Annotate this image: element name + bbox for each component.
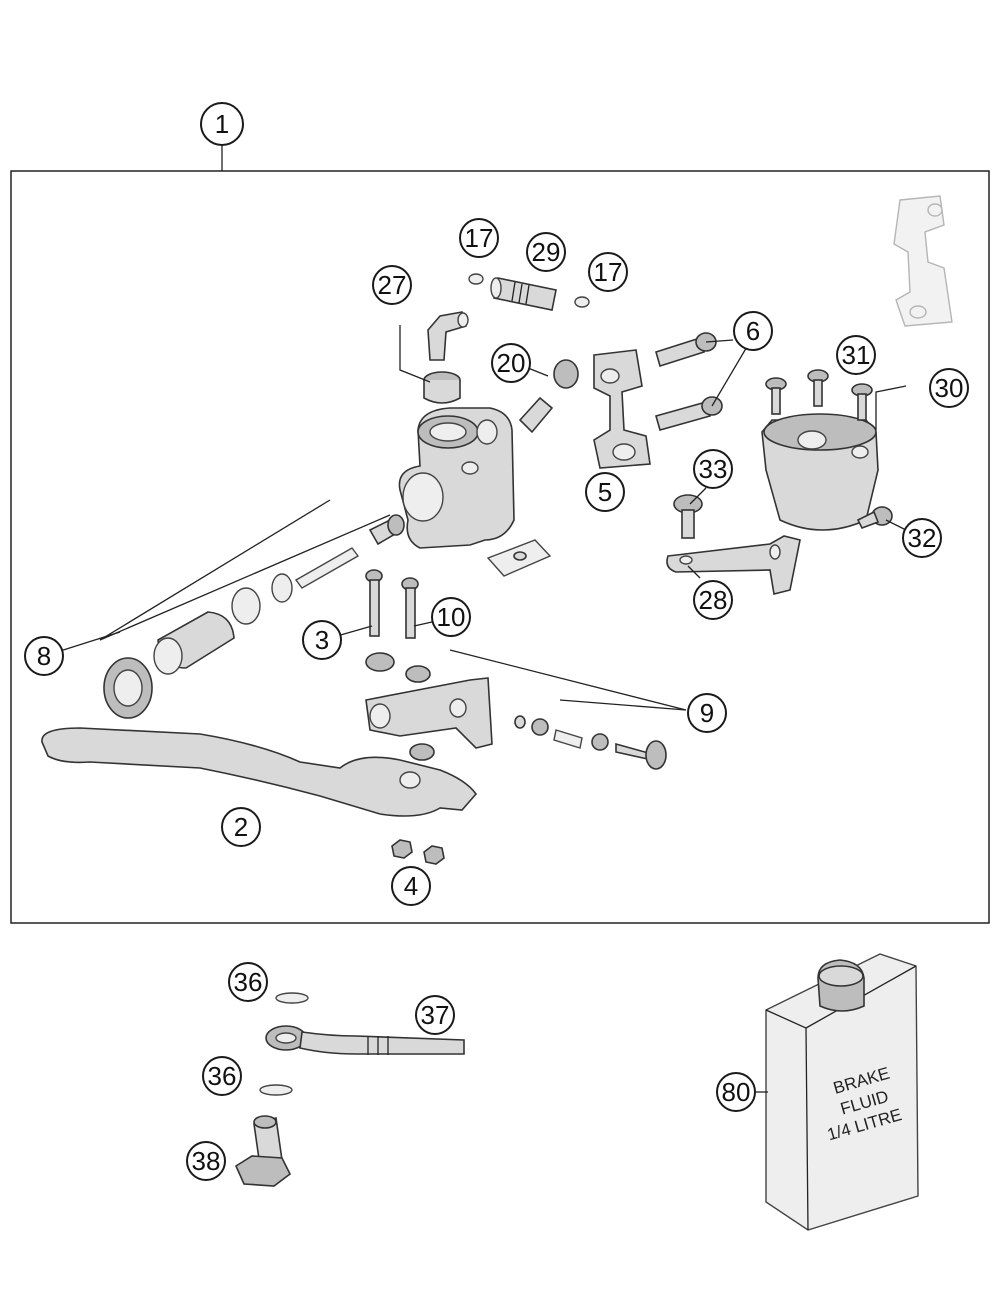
svg-text:29: 29 bbox=[532, 237, 561, 267]
piston-kit bbox=[103, 514, 405, 719]
callout-9: 9 bbox=[687, 693, 727, 733]
callout-36b: 36 bbox=[202, 1056, 242, 1096]
callout-4: 4 bbox=[391, 866, 431, 906]
svg-text:37: 37 bbox=[421, 1000, 450, 1030]
svg-text:6: 6 bbox=[746, 316, 760, 346]
svg-text:38: 38 bbox=[192, 1146, 221, 1176]
reservoir-screws bbox=[765, 369, 873, 421]
callout-17a: 17 bbox=[459, 218, 499, 258]
assembly-frame bbox=[10, 170, 990, 924]
bracket-bolt bbox=[673, 494, 703, 539]
callout-8: 8 bbox=[24, 636, 64, 676]
callout-31: 31 bbox=[836, 335, 876, 375]
callout-2: 2 bbox=[221, 807, 261, 847]
svg-text:17: 17 bbox=[594, 257, 623, 287]
callout-17b: 17 bbox=[588, 252, 628, 292]
svg-text:8: 8 bbox=[37, 641, 51, 671]
svg-text:10: 10 bbox=[437, 602, 466, 632]
callout-32: 32 bbox=[902, 518, 942, 558]
svg-text:9: 9 bbox=[700, 698, 714, 728]
svg-text:33: 33 bbox=[699, 454, 728, 484]
leader-lines bbox=[56, 325, 907, 711]
callout-36a: 36 bbox=[228, 962, 268, 1002]
svg-text:30: 30 bbox=[935, 373, 964, 403]
callout-38: 38 bbox=[186, 1141, 226, 1181]
washer-large bbox=[365, 652, 395, 672]
brake-lever bbox=[41, 727, 478, 817]
washer-small bbox=[405, 665, 431, 683]
callout-27: 27 bbox=[372, 265, 412, 305]
svg-text:17: 17 bbox=[465, 223, 494, 253]
clip-left bbox=[468, 273, 484, 285]
svg-text:27: 27 bbox=[378, 270, 407, 300]
callout-5: 5 bbox=[585, 472, 625, 512]
callout-1: 1 bbox=[200, 102, 244, 146]
brake-hose bbox=[265, 1025, 465, 1055]
svg-text:80: 80 bbox=[722, 1077, 751, 1107]
faded-clamp-reference bbox=[893, 195, 953, 327]
callout-10: 10 bbox=[431, 597, 471, 637]
lever-bracket bbox=[365, 677, 493, 761]
reservoir-bracket bbox=[666, 535, 801, 595]
clip-right bbox=[574, 296, 590, 308]
callout-3: 3 bbox=[302, 620, 342, 660]
callout-28: 28 bbox=[693, 580, 733, 620]
callout-80: 80 bbox=[716, 1072, 756, 1112]
svg-text:4: 4 bbox=[404, 871, 418, 901]
callout-37: 37 bbox=[415, 995, 455, 1035]
banjo-washer-bottom bbox=[259, 1084, 293, 1096]
svg-text:2: 2 bbox=[234, 812, 248, 842]
svg-text:32: 32 bbox=[908, 523, 937, 553]
svg-text:20: 20 bbox=[497, 348, 526, 378]
pad-piece bbox=[486, 539, 552, 577]
master-cylinder-body bbox=[398, 407, 515, 549]
brake-fluid-can bbox=[765, 953, 919, 1231]
svg-text:36: 36 bbox=[234, 967, 263, 997]
svg-text:36: 36 bbox=[208, 1061, 237, 1091]
bleed-valve bbox=[518, 359, 579, 434]
handlebar-clamp bbox=[593, 349, 651, 469]
fluid-reservoir bbox=[761, 413, 879, 531]
svg-text:31: 31 bbox=[842, 340, 871, 370]
svg-text:1: 1 bbox=[215, 109, 229, 139]
svg-text:28: 28 bbox=[699, 585, 728, 615]
callout-29: 29 bbox=[526, 232, 566, 272]
adjuster-parts bbox=[514, 715, 667, 770]
svg-text:3: 3 bbox=[315, 625, 329, 655]
callout-33: 33 bbox=[693, 449, 733, 489]
hose-pin bbox=[490, 277, 557, 311]
hose-fitting bbox=[423, 311, 469, 404]
lever-nuts bbox=[391, 839, 445, 865]
svg-text:5: 5 bbox=[598, 477, 612, 507]
banjo-bolt bbox=[234, 1115, 292, 1187]
clamp-bolts bbox=[655, 332, 723, 431]
callout-6: 6 bbox=[733, 311, 773, 351]
callout-30: 30 bbox=[929, 368, 969, 408]
callout-20: 20 bbox=[491, 343, 531, 383]
reservoir-side-screw bbox=[856, 506, 893, 530]
pivot-bolts bbox=[365, 569, 419, 639]
banjo-washer-top bbox=[275, 992, 309, 1004]
